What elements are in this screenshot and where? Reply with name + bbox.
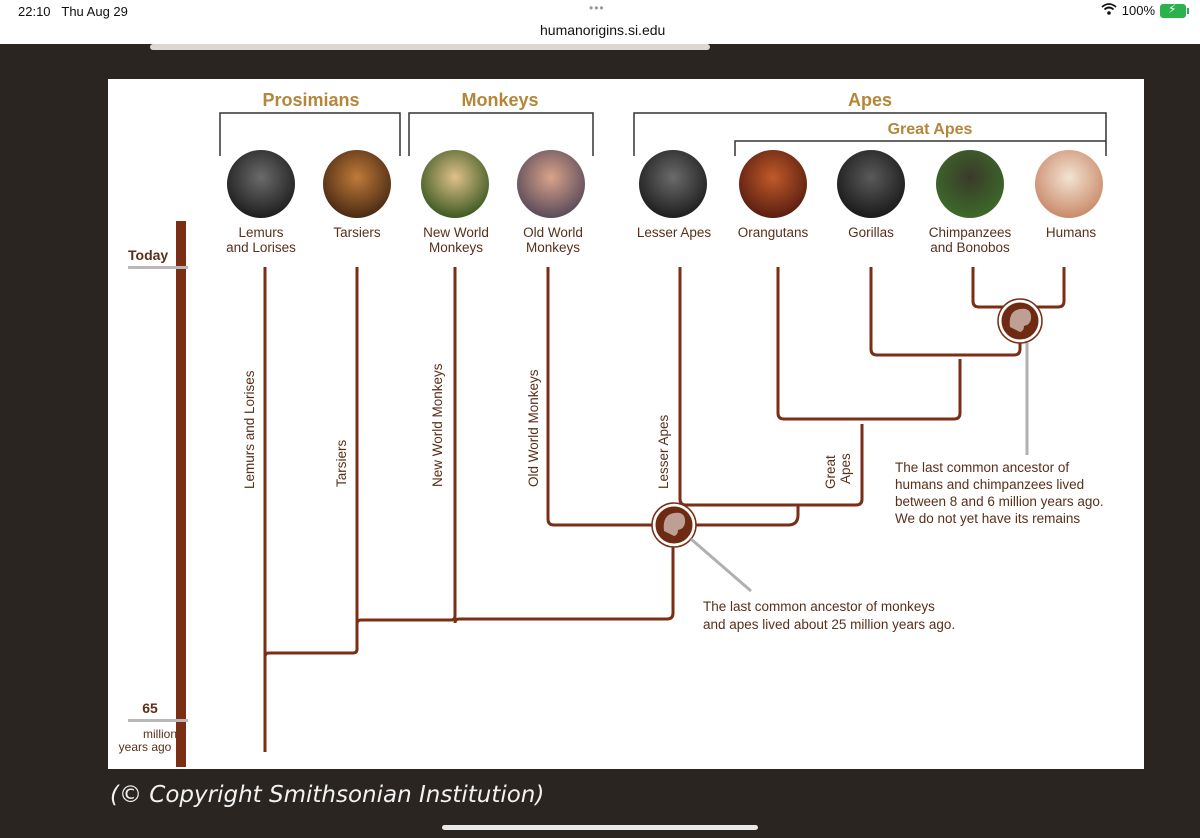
branch-label-lemurs: Lemurs and Lorises <box>242 370 257 489</box>
gibbon-portrait <box>639 150 707 218</box>
today-label: Today <box>128 247 168 263</box>
taxon-label-chimpanzees: Chimpanzees <box>929 225 1012 240</box>
bracket-prosimians <box>219 112 401 156</box>
branch-label-old-world: Old World Monkeys <box>526 369 541 487</box>
mya-unit-1: million <box>143 727 177 741</box>
annotation-human-chimp-3: between 8 and 6 million years ago. <box>895 494 1104 509</box>
pointer-monkey-ape <box>690 537 752 593</box>
annotation-human-chimp-2: humans and chimpanzees lived <box>895 477 1084 492</box>
gorilla-portrait <box>837 150 905 218</box>
status-indicators: 100% ⚡ <box>1101 2 1189 18</box>
phylogeny-panel: Prosimians Monkeys Apes Great Apes Lemur… <box>108 79 1144 769</box>
taxon-label-new-world: New World <box>423 225 489 240</box>
taxon-label-lemurs: Lemurs <box>238 225 283 240</box>
branch-label-great-apes-2: Apes <box>838 453 853 484</box>
bracket-apes <box>633 112 1107 156</box>
taxon-label-new-world-2: Monkeys <box>429 240 483 255</box>
status-time: 22:10 Thu Aug 29 <box>18 4 128 19</box>
branch-humans <box>1034 267 1066 309</box>
address-url[interactable]: humanorigins.si.edu <box>540 22 666 38</box>
timescale-bar <box>176 221 186 767</box>
lemur-portrait <box>227 150 295 218</box>
status-bar: 22:10 Thu Aug 29 ••• humanorigins.si.edu… <box>0 0 1200 44</box>
branch-label-lesser-apes: Lesser Apes <box>656 414 671 489</box>
branch-tarsiers <box>263 267 359 699</box>
branch-label-new-world: New World Monkeys <box>430 363 445 487</box>
taxon-label-lemurs-2: and Lorises <box>226 240 296 255</box>
group-label-monkeys: Monkeys <box>461 90 538 110</box>
branch-gorillas <box>869 267 1022 357</box>
taxon-label-old-world-2: Monkeys <box>526 240 580 255</box>
ancestor-silhouette-icon <box>663 512 686 536</box>
annotation-monkey-ape-1: The last common ancestor of monkeys <box>703 599 935 614</box>
taxon-label-lesser-apes: Lesser Apes <box>637 225 712 240</box>
branch-lesser-apes <box>678 267 864 507</box>
wifi-icon <box>1101 3 1117 18</box>
humans-portrait <box>1035 150 1103 218</box>
branch-old-world <box>546 267 673 527</box>
taxon-label-orangutans: Orangutans <box>738 225 809 240</box>
taxon-label-tarsiers: Tarsiers <box>333 225 381 240</box>
old-world-monkey-portrait <box>517 150 585 218</box>
more-dots-icon[interactable]: ••• <box>589 1 605 15</box>
group-label-great-apes: Great Apes <box>888 121 973 138</box>
mya-value: 65 <box>142 700 158 716</box>
background-text-peek <box>150 44 710 50</box>
branch-chimpanzees <box>971 267 1006 309</box>
home-indicator[interactable] <box>442 825 758 830</box>
copyright-caption: (© Copyright Smithsonian Institution) <box>110 782 545 808</box>
branch-orangutans <box>776 267 962 421</box>
node-ring-1 <box>651 502 697 548</box>
taxon-label-old-world: Old World <box>523 225 583 240</box>
battery-percent: 100% <box>1121 3 1155 18</box>
mya-tick <box>128 719 188 722</box>
orangutan-portrait <box>739 150 807 218</box>
group-label-apes: Apes <box>848 90 892 110</box>
taxon-label-humans: Humans <box>1046 225 1097 240</box>
branch-new-world <box>355 267 457 639</box>
annotation-human-chimp-4: We do not yet have its remains <box>895 511 1080 526</box>
bracket-great-apes <box>734 140 1106 156</box>
battery-icon: ⚡ <box>1160 2 1189 18</box>
status-date: Thu Aug 29 <box>61 4 128 19</box>
taxon-label-chimpanzees-2: and Bonobos <box>930 240 1010 255</box>
tree-branches <box>263 267 1066 752</box>
primate-phylogeny-diagram: Prosimians Monkeys Apes Great Apes Lemur… <box>119 90 1107 767</box>
annotation-monkey-ape-2: and apes lived about 25 million years ag… <box>703 617 955 632</box>
new-world-monkey-portrait <box>421 150 489 218</box>
branch-great-apes-join <box>683 505 800 527</box>
branch-label-tarsiers: Tarsiers <box>334 439 349 487</box>
tarsier-portrait <box>323 150 391 218</box>
taxon-label-gorillas: Gorillas <box>848 225 894 240</box>
bracket-monkeys <box>408 112 594 156</box>
today-tick <box>128 266 188 269</box>
group-label-prosimians: Prosimians <box>262 90 359 110</box>
chimpanzee-portrait <box>936 150 1004 218</box>
mya-unit-2: years ago <box>119 740 172 754</box>
group-brackets <box>219 112 1107 156</box>
node-ring-2 <box>997 298 1043 344</box>
branch-label-great-apes-1: Great <box>823 455 838 489</box>
annotation-human-chimp-1: The last common ancestor of <box>895 460 1069 475</box>
ancestor-silhouette-icon-2 <box>1009 308 1032 332</box>
branch-monkey-ape-stem <box>453 544 675 624</box>
